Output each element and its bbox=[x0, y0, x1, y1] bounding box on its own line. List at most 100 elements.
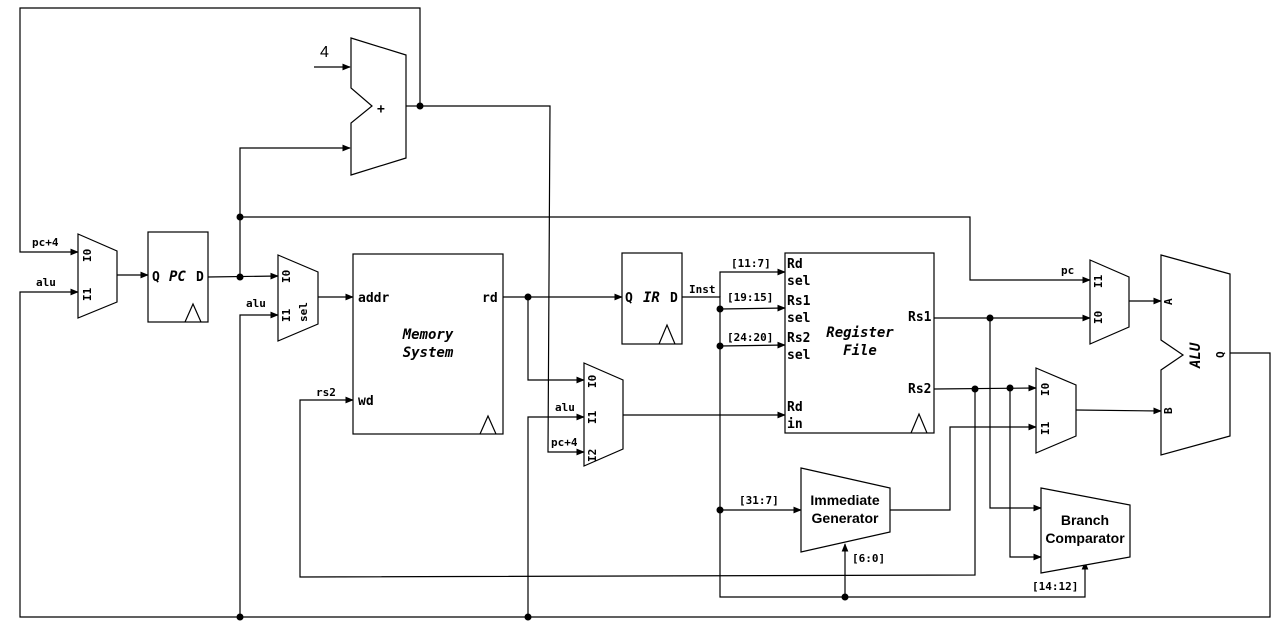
branch-line1: Branch bbox=[1061, 512, 1109, 528]
rf-rs1-sel: sel bbox=[787, 311, 810, 326]
junction-dot bbox=[236, 613, 244, 621]
addr-mux-i1: I1 bbox=[280, 308, 293, 322]
rf-rd-sel: sel bbox=[787, 274, 810, 289]
ir-name-label: IR bbox=[643, 290, 660, 306]
amux-i0: I0 bbox=[1092, 311, 1105, 324]
wire-rd-to-wbmux bbox=[527, 297, 585, 384]
immgen-line1: Immediate bbox=[810, 492, 879, 508]
addr-mux-alu-label: alu bbox=[246, 297, 266, 310]
rf-rd-in-line2: in bbox=[787, 417, 803, 432]
rf-name-line2: File bbox=[843, 343, 877, 359]
pc-mux-alu-label: alu bbox=[36, 276, 56, 289]
mem-rd-port: rd bbox=[482, 291, 498, 306]
mem-addr-port: addr bbox=[358, 291, 389, 306]
pc-adder: 4 + bbox=[320, 37, 407, 176]
mem-wd-port: wd bbox=[358, 394, 374, 409]
immgen-bits-ctrl: [6:0] bbox=[852, 552, 885, 565]
rf-bits-rd: [11:7] bbox=[731, 257, 771, 270]
junction-dot bbox=[841, 593, 849, 601]
pc-name-label: PC bbox=[169, 269, 186, 285]
rf-rs1-port: Rs1 bbox=[787, 294, 811, 309]
addr-mux-sel: sel bbox=[297, 302, 310, 322]
wire-rs2-to-bmux bbox=[933, 384, 1037, 392]
addr-mux-i0: I0 bbox=[280, 270, 293, 283]
pc-register: Q PC D bbox=[147, 231, 209, 323]
junction-dot bbox=[716, 342, 724, 350]
junction-dot bbox=[236, 213, 244, 221]
alu-b-mux: I0 I1 bbox=[1035, 367, 1077, 454]
writeback-mux: I0 I1 I2 alu pc+4 bbox=[551, 362, 624, 467]
mem-name-line2: System bbox=[403, 345, 454, 361]
pc-q-label: Q bbox=[152, 270, 160, 285]
address-mux: I0 I1 sel alu bbox=[246, 254, 319, 342]
junction-dot bbox=[524, 613, 532, 621]
mem-rs2-label: rs2 bbox=[316, 386, 336, 399]
wb-mux-alu-label: alu bbox=[555, 401, 575, 414]
ir-inst-label: Inst bbox=[689, 283, 716, 296]
ir-q-label: Q bbox=[625, 291, 633, 306]
wire-inst-bus bbox=[682, 296, 1089, 598]
wire-alu-to-addrmux bbox=[239, 311, 279, 617]
adder-op-label: + bbox=[377, 102, 385, 117]
junction-dot bbox=[986, 314, 994, 322]
immgen-bits-in: [31:7] bbox=[739, 494, 779, 507]
rf-bits-rs2: [24:20] bbox=[727, 331, 773, 344]
rf-rs2-port: Rs2 bbox=[787, 331, 810, 346]
pc-mux-i0: I0 bbox=[81, 249, 94, 262]
wire-pc-to-adder bbox=[239, 144, 351, 277]
rf-name-line1: Register bbox=[826, 325, 894, 341]
rf-rs1-out: Rs1 bbox=[908, 310, 932, 325]
const-four-label: 4 bbox=[320, 44, 329, 61]
alu-q-port: Q bbox=[1214, 351, 1227, 358]
junction-dot bbox=[1006, 384, 1014, 392]
rf-rd-port: Rd bbox=[787, 257, 803, 272]
amux-pc-label: pc bbox=[1061, 264, 1074, 277]
branch-bits-ctrl: [14:12] bbox=[1032, 580, 1078, 593]
mem-name-line1: Memory bbox=[402, 327, 454, 343]
ir-register: Q IR D Inst bbox=[621, 252, 716, 345]
junction-dot bbox=[416, 102, 424, 110]
ir-d-label: D bbox=[670, 291, 678, 306]
alu: A B ALU Q bbox=[1160, 254, 1231, 456]
branch-line2: Comparator bbox=[1045, 530, 1125, 546]
pc-d-label: D bbox=[196, 270, 204, 285]
wire-imm-to-bmux bbox=[890, 423, 1037, 511]
rf-rs2-sel: sel bbox=[787, 348, 810, 363]
wire-bits-rd bbox=[719, 268, 786, 297]
wire-bits-rs2 bbox=[719, 341, 786, 349]
wires bbox=[19, 7, 1271, 618]
pc-mux-i1: I1 bbox=[81, 287, 94, 301]
immgen-line2: Generator bbox=[812, 510, 879, 526]
wire-bits-rs1 bbox=[719, 304, 786, 312]
rf-rs2-out: Rs2 bbox=[908, 382, 931, 397]
junction-dot bbox=[971, 385, 979, 393]
wire-rs1-to-branch bbox=[989, 318, 1042, 512]
alu-a-port: A bbox=[1162, 298, 1175, 305]
pc-mux: I0 I1 pc+4 alu bbox=[32, 233, 118, 319]
junction-dot bbox=[236, 273, 244, 281]
wire-pc-to-amux bbox=[240, 216, 1091, 284]
wire-rs2-to-branch bbox=[1009, 388, 1042, 561]
wb-mux-i0: I0 bbox=[586, 375, 599, 388]
wb-mux-pc4-label: pc+4 bbox=[551, 436, 578, 449]
wire-pc4-loop bbox=[19, 7, 421, 256]
immediate-generator: Immediate Generator [31:7] [6:0] bbox=[739, 467, 891, 565]
alu-name-label: ALU bbox=[1188, 342, 1204, 369]
wire-pc4-to-wbmux bbox=[420, 105, 585, 456]
wire-alu-to-wbmux bbox=[527, 413, 585, 617]
wire-rs2-to-wd bbox=[299, 389, 976, 578]
bmux-i1: I1 bbox=[1039, 421, 1052, 435]
rf-bits-rs1: [19:15] bbox=[727, 291, 773, 304]
wire-alu-loop bbox=[19, 288, 1271, 618]
wire-bmux-to-alu bbox=[1075, 407, 1162, 415]
memory-system: addr rd wd Memory System rs2 bbox=[316, 253, 504, 435]
amux-i1: I1 bbox=[1092, 274, 1105, 288]
pc-mux-pc4-label: pc+4 bbox=[32, 236, 59, 249]
junctions bbox=[236, 102, 1014, 621]
junction-dot bbox=[524, 293, 532, 301]
alu-a-mux: I1 I0 pc bbox=[1061, 259, 1130, 345]
wb-mux-i1: I1 bbox=[586, 410, 599, 424]
junction-dot bbox=[716, 506, 724, 514]
branch-comparator: Branch Comparator [14:12] bbox=[1032, 487, 1131, 593]
